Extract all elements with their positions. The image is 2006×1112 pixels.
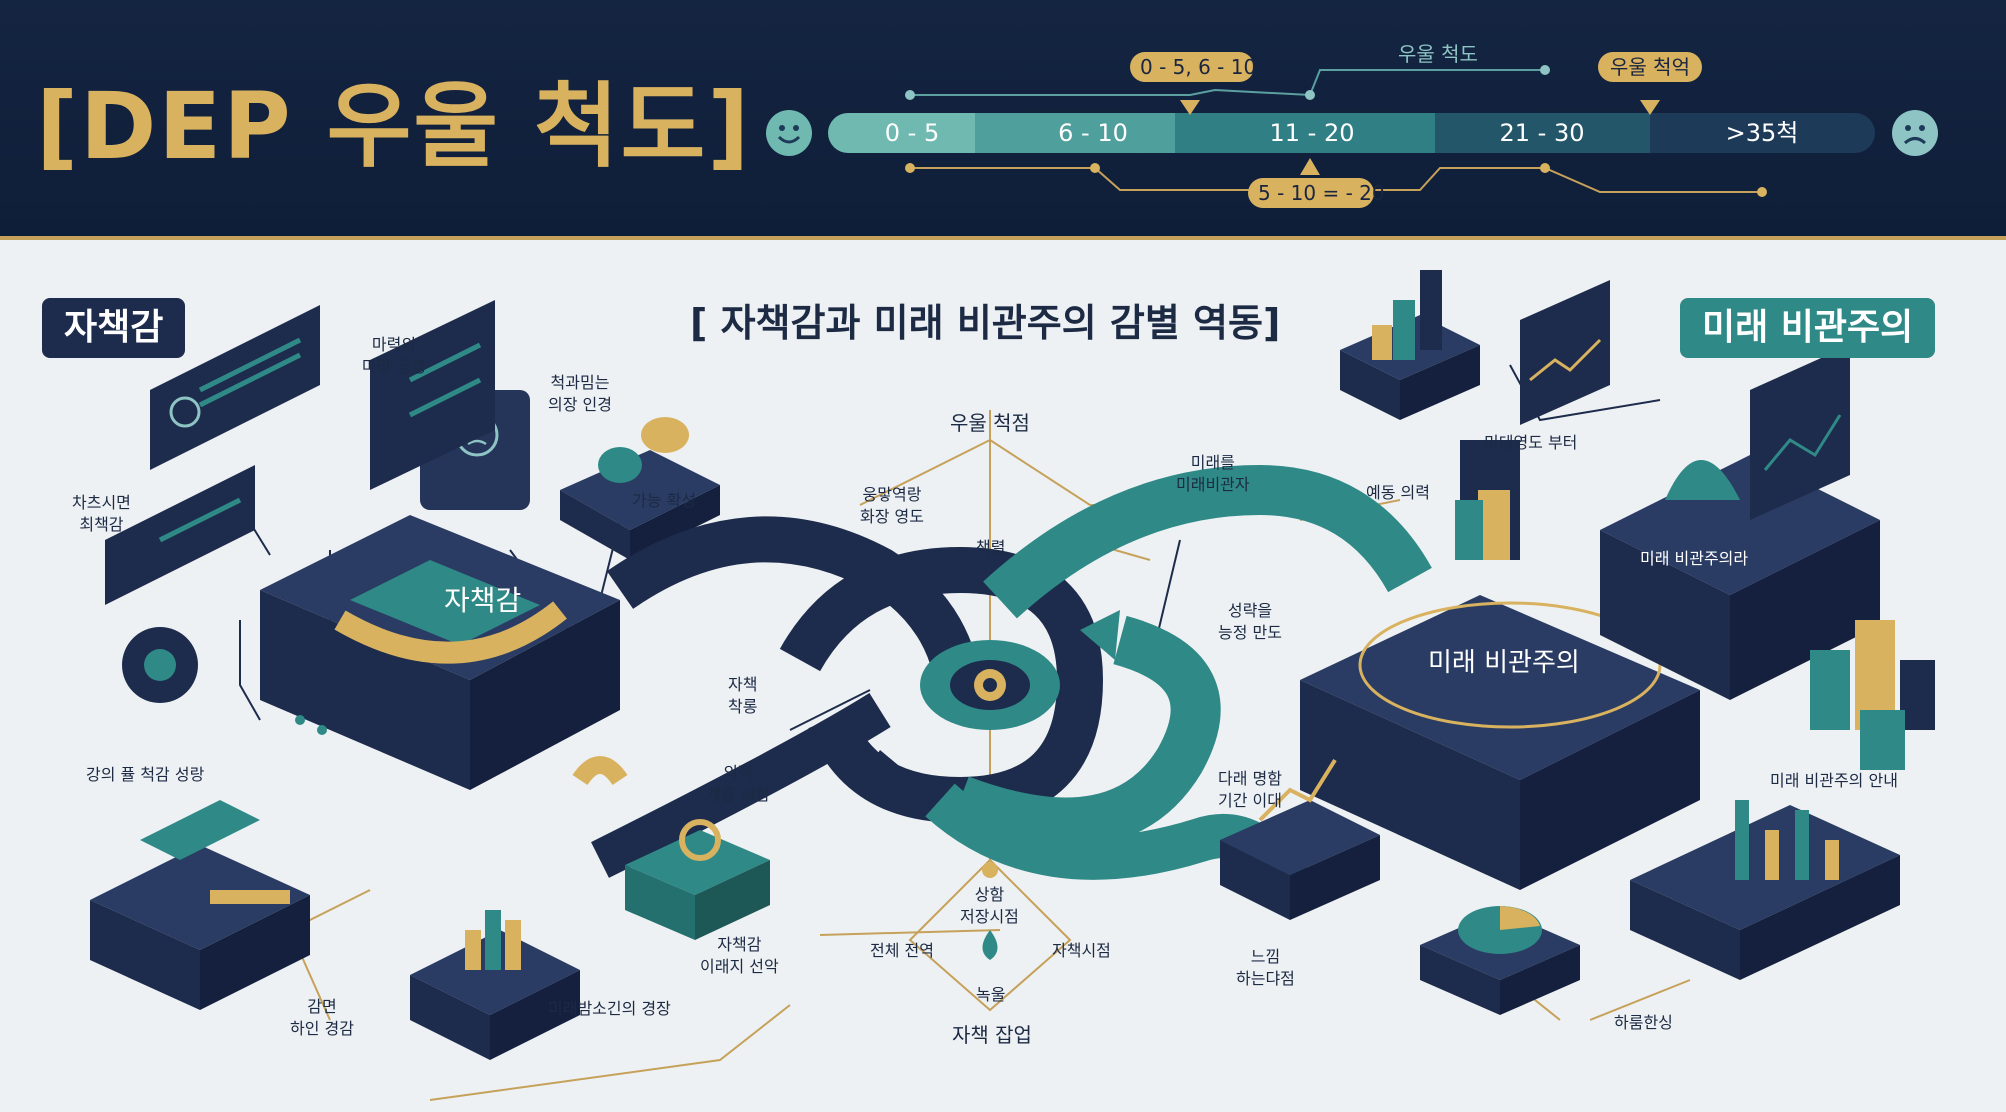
scale-label-0-5: 0 - 5 bbox=[884, 119, 940, 147]
bottom-right-chart bbox=[1630, 800, 1900, 980]
label-feeling: 느낌 하는댜점 bbox=[1236, 947, 1295, 988]
central-loop bbox=[591, 464, 1432, 911]
scale-segment-1 bbox=[828, 113, 998, 153]
self-blame-platform bbox=[260, 390, 620, 790]
center-future-pessimism: 미래 비관주의 bbox=[1428, 648, 1580, 678]
right-panel-block bbox=[1600, 345, 1880, 700]
scale-label-11-20: 11 - 20 bbox=[1269, 119, 1355, 147]
label-bottom-left: 감면 하인 경감 bbox=[290, 997, 354, 1038]
smile-face-icon bbox=[766, 110, 812, 156]
label-ability: 척과밈는 의장 인경 bbox=[548, 373, 612, 414]
long-term-block bbox=[1220, 758, 1380, 920]
label-center-chek: 책렬 bbox=[976, 538, 1006, 557]
label-selfpoint: 자책시점 bbox=[1052, 941, 1111, 960]
scale-label-21-30: 21 - 30 bbox=[1499, 119, 1585, 147]
label-fix: 하룸한싱 bbox=[1614, 1013, 1673, 1032]
label-bottom-mid: 미래밤소긴의 경장 bbox=[548, 999, 671, 1018]
dynamics-diagram bbox=[90, 270, 1935, 1101]
label-self-act: 자책 착롱 bbox=[728, 675, 758, 716]
right-bar-block bbox=[1340, 270, 1480, 420]
label-depression-point: 우울 척점 bbox=[950, 411, 1030, 435]
label-whole: 전체 전역 bbox=[870, 941, 934, 960]
pie-icon bbox=[1420, 906, 1580, 1015]
label-bar-left: 예동 의력 bbox=[1366, 483, 1430, 502]
future-pessimism-platform bbox=[1300, 440, 1700, 890]
label-center-sub: 웅맣역랑 화장 영도 bbox=[860, 485, 924, 526]
diagram-subtitle: [ 자책감과 미래 비관주의 감별 역동] bbox=[690, 301, 1281, 345]
label-self-choice: 자책감 이래지 선악 bbox=[700, 935, 779, 976]
page-title: [DEP 우울 척도] bbox=[36, 73, 752, 180]
future-chart-screen bbox=[1520, 280, 1610, 425]
brain-icon bbox=[144, 396, 201, 681]
scale-tag-top-left: 0 - 5, 6 - 10 bbox=[1130, 52, 1256, 82]
label-chain: 차츠시면 최책감 bbox=[72, 493, 131, 534]
gear-icon bbox=[974, 669, 1006, 701]
center-self-blame: 자책감 bbox=[444, 584, 522, 617]
sad-face-icon bbox=[1892, 110, 1938, 156]
drop-icon bbox=[982, 930, 998, 960]
left-info-panels bbox=[105, 300, 495, 703]
future-pessimism-title: 미래 비관주의 bbox=[1680, 298, 1936, 358]
label-recover: 성략을 능정 만도 bbox=[1218, 601, 1282, 642]
label-future-guide: 미래 비관주의 안내 bbox=[1770, 771, 1898, 790]
chart-icon bbox=[410, 910, 580, 1060]
self-blame-title: 자책감 bbox=[42, 298, 186, 358]
scale-label-35: >35척 bbox=[1725, 119, 1799, 147]
right-bars bbox=[1810, 620, 1935, 770]
gadget-block bbox=[560, 450, 720, 530]
label-drop: 녹울 bbox=[976, 985, 1006, 1004]
label-gadget: 가능 확성 bbox=[632, 491, 696, 510]
label-pride: 의적 계름 해함 bbox=[706, 763, 770, 804]
label-magic: 마력의 마망 광경 bbox=[362, 335, 426, 376]
label-long-term: 다래 명함 기간 이대 bbox=[1218, 769, 1282, 810]
scale-note: 우울 척도 bbox=[1398, 42, 1478, 66]
label-bottom-center: 자책 잡업 bbox=[952, 1023, 1032, 1047]
label-right-panel: 미래 비관주의라 bbox=[1640, 549, 1749, 568]
loop-arrow-icon bbox=[1080, 610, 1120, 660]
scale-connector-bottom bbox=[910, 167, 1762, 193]
scale-tag-top-right: 우울 척억 bbox=[1598, 52, 1702, 82]
scale-connector-top bbox=[910, 69, 1545, 97]
label-future-chart: 미데영도 부터 bbox=[1484, 433, 1578, 452]
depression-scale bbox=[828, 65, 1875, 197]
label-center-bottom: 상함 저장시점 bbox=[960, 885, 1019, 926]
label-pillar-left: 강의 퓰 척감 성랑 bbox=[86, 765, 205, 784]
scale-tag-bottom: 5 - 10 = - 20 bbox=[1248, 178, 1385, 208]
label-future-self: 미래를 미래비관자 bbox=[1176, 453, 1250, 494]
scale-label-6-10: 6 - 10 bbox=[1058, 119, 1128, 147]
left-bottom-stack bbox=[90, 800, 310, 1010]
